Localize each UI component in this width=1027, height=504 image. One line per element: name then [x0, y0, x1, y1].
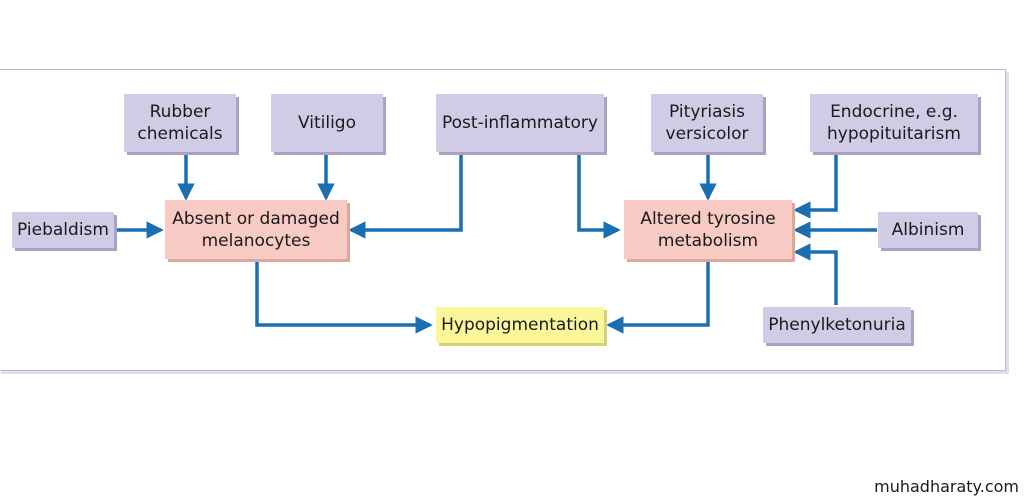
node-altered-tyrosine-metabolism-label: Altered tyrosine metabolism [640, 208, 776, 251]
node-altered-tyrosine-metabolism: Altered tyrosine metabolism [624, 200, 792, 259]
arrow-endocrine-to-tyrosine [793, 153, 838, 219]
node-pityriasis-versicolor-label: Pityriasis versicolor [665, 102, 749, 144]
node-piebaldism-label: Piebaldism [17, 220, 109, 240]
arrow-phenylketonuria-to-tyrosine [793, 243, 838, 305]
arrow-postinflammatory-to-tyrosine [577, 153, 621, 239]
node-pityriasis-versicolor: Pityriasis versicolor [651, 94, 763, 152]
node-endocrine: Endocrine, e.g. hypopituitarism [810, 94, 978, 152]
node-post-inflammatory-label: Post-inflammatory [442, 113, 598, 133]
node-piebaldism: Piebaldism [12, 212, 114, 248]
node-albinism-label: Albinism [891, 220, 965, 240]
node-hypopigmentation-label: Hypopigmentation [441, 315, 599, 335]
node-albinism: Albinism [878, 212, 978, 248]
node-vitiligo-label: Vitiligo [297, 113, 356, 133]
arrow-tyrosine-to-hypopigmentation [606, 260, 710, 334]
node-rubber-chemicals-label: Rubber chemicals [137, 102, 223, 144]
node-absent-damaged-melanocytes: Absent or damaged melanocytes [165, 200, 347, 259]
node-rubber-chemicals: Rubber chemicals [124, 94, 236, 152]
diagram-frame [0, 69, 1006, 371]
node-endocrine-label: Endocrine, e.g. hypopituitarism [827, 102, 961, 144]
arrow-postinflammatory-to-melanocytes [348, 153, 463, 239]
node-phenylketonuria: Phenylketonuria [763, 307, 911, 343]
node-absent-damaged-melanocytes-label: Absent or damaged melanocytes [172, 208, 340, 251]
node-phenylketonuria-label: Phenylketonuria [768, 315, 906, 335]
node-hypopigmentation: Hypopigmentation [436, 307, 604, 343]
node-post-inflammatory: Post-inflammatory [436, 94, 604, 152]
arrow-melanocytes-to-hypopigmentation [255, 260, 433, 334]
watermark-text: muhadharaty.com [874, 477, 1019, 496]
node-vitiligo: Vitiligo [271, 94, 383, 152]
